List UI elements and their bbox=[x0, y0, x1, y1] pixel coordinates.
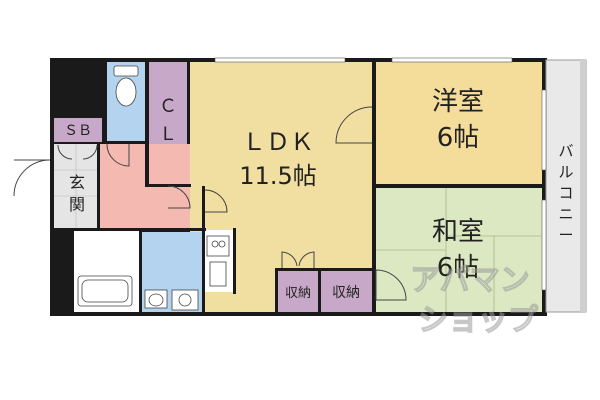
wall-wet-mid bbox=[139, 230, 142, 312]
door-ldk-western bbox=[335, 106, 373, 144]
watermark: アパマン ショップ bbox=[410, 262, 540, 338]
balcony-char-1: バ bbox=[558, 142, 573, 160]
tatami-lines bbox=[376, 188, 542, 312]
japanese-room-size: 6帖 bbox=[437, 253, 480, 283]
door-storage-1 bbox=[281, 251, 298, 268]
wall-kitchen-right bbox=[233, 228, 236, 294]
window-ldk-top bbox=[214, 57, 346, 63]
window-balcony-2 bbox=[541, 199, 547, 291]
kitchen-sink bbox=[206, 235, 230, 287]
watermark-line-1: アパマン bbox=[410, 263, 529, 298]
storage-1-label: 収納 bbox=[285, 286, 311, 301]
window-western-top bbox=[391, 57, 513, 63]
western-room-name: 洋室 bbox=[432, 87, 484, 117]
closet-label-2: Ｌ bbox=[159, 124, 177, 145]
western-room-size: 6帖 bbox=[437, 123, 480, 153]
door-japanese bbox=[375, 269, 407, 301]
door-hall bbox=[167, 185, 191, 209]
storage-1-floor bbox=[278, 270, 318, 312]
entrance-label-1: 玄 bbox=[69, 173, 85, 192]
door-shoebox-1 bbox=[57, 144, 73, 160]
closet-label-1: Ｃ bbox=[159, 96, 177, 117]
wall-left-lower bbox=[50, 228, 74, 316]
balcony-rail bbox=[580, 60, 586, 312]
balcony-char-3: コ bbox=[558, 184, 573, 202]
balcony-char-2: ル bbox=[558, 163, 573, 181]
watermark-line-2: ショップ bbox=[418, 303, 539, 338]
door-entrance-outer bbox=[13, 159, 51, 197]
shoe-box-label: ＳＢ bbox=[64, 123, 92, 139]
storage-2-label: 収納 bbox=[332, 285, 360, 301]
shoe-box-floor bbox=[54, 118, 102, 142]
door-hall-2 bbox=[204, 189, 228, 213]
wall-closet-left bbox=[145, 60, 149, 186]
wall-wet-top bbox=[70, 228, 206, 231]
wall-toilet-bottom bbox=[104, 141, 147, 144]
washing-machine bbox=[171, 289, 199, 311]
washbasin bbox=[144, 289, 168, 309]
window-balcony-1 bbox=[541, 89, 547, 171]
ldk-name: ＬＤＫ bbox=[242, 128, 314, 156]
toilet-fixture bbox=[113, 65, 139, 107]
balcony-label: バ ル コ ニ ー bbox=[558, 142, 573, 244]
wall-bedrooms bbox=[374, 184, 544, 188]
ldk-size: 11.5帖 bbox=[239, 162, 316, 190]
balcony-floor bbox=[545, 59, 587, 313]
door-toilet bbox=[106, 143, 130, 167]
entrance-label-2: 関 bbox=[69, 195, 85, 214]
bathtub bbox=[77, 275, 133, 307]
balcony-char-4: ニ bbox=[558, 205, 573, 223]
balcony-char-5: ー bbox=[558, 226, 573, 244]
door-shoebox-2 bbox=[82, 144, 98, 160]
western-room-floor bbox=[376, 62, 542, 185]
door-storage-2 bbox=[298, 251, 315, 268]
wall-bath-right bbox=[202, 186, 205, 312]
wall-storage-mid bbox=[318, 268, 321, 314]
wall-storage-top bbox=[276, 268, 374, 271]
japanese-room-name: 和室 bbox=[432, 217, 484, 247]
wall-toilet-left bbox=[102, 60, 107, 144]
wall-entrance-right bbox=[97, 144, 100, 230]
wall-storage-left bbox=[275, 268, 278, 314]
storage-2-floor bbox=[320, 270, 372, 312]
